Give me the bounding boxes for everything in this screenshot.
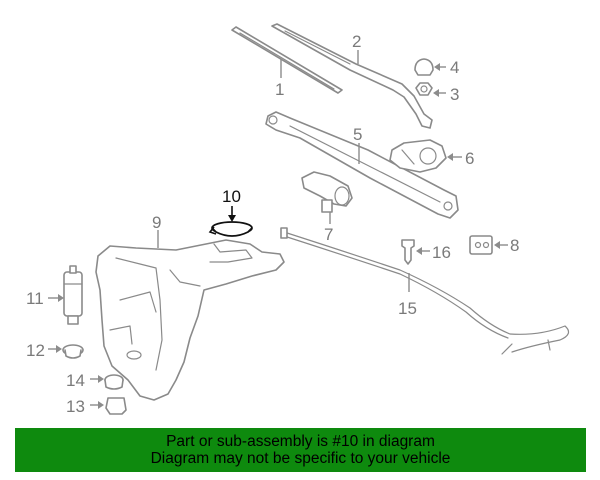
part-9-washer-reservoir[interactable] — [95, 239, 285, 401]
label-part-4: 4 — [450, 58, 459, 77]
part-10-reservoir-cap[interactable] — [208, 221, 253, 237]
part-11-pump[interactable] — [63, 265, 83, 325]
label-part-3: 3 — [450, 85, 459, 104]
part-12-grommet[interactable] — [62, 344, 84, 359]
part-2-wiper-arm[interactable] — [271, 23, 433, 129]
part-16-push-pin[interactable] — [401, 239, 415, 265]
label-part-14: 14 — [66, 371, 85, 390]
banner-line-1: Part or sub-assembly is #10 in diagram — [166, 433, 435, 450]
label-part-12: 12 — [26, 341, 45, 360]
part-13-clip[interactable] — [105, 397, 127, 415]
label-part-7: 7 — [324, 225, 333, 244]
part-15-washer-hose[interactable] — [280, 227, 570, 355]
label-part-11: 11 — [26, 289, 44, 308]
label-part-10: 10 — [222, 187, 241, 206]
part-4-cap[interactable] — [414, 58, 434, 76]
part-6-wiper-motor[interactable] — [389, 139, 447, 173]
part-8-bracket[interactable] — [469, 235, 493, 255]
part-1-wiper-blade[interactable] — [231, 26, 343, 94]
part-7-washer-pump[interactable] — [301, 171, 353, 213]
info-banner: Part or sub-assembly is #10 in diagram D… — [15, 428, 586, 472]
label-part-5: 5 — [353, 125, 362, 144]
part-14-seal[interactable] — [104, 374, 124, 390]
label-part-9: 9 — [152, 213, 161, 232]
label-part-15: 15 — [398, 299, 417, 318]
label-part-6: 6 — [465, 149, 474, 168]
label-part-2: 2 — [352, 32, 361, 51]
banner-line-2: Diagram may not be specific to your vehi… — [150, 450, 451, 467]
part-3-nut[interactable] — [415, 82, 433, 96]
part-5-wiper-linkage[interactable] — [265, 111, 459, 219]
label-part-16: 16 — [432, 243, 451, 262]
label-part-1: 1 — [275, 80, 284, 99]
label-part-8: 8 — [510, 236, 519, 255]
label-part-13: 13 — [66, 397, 85, 416]
